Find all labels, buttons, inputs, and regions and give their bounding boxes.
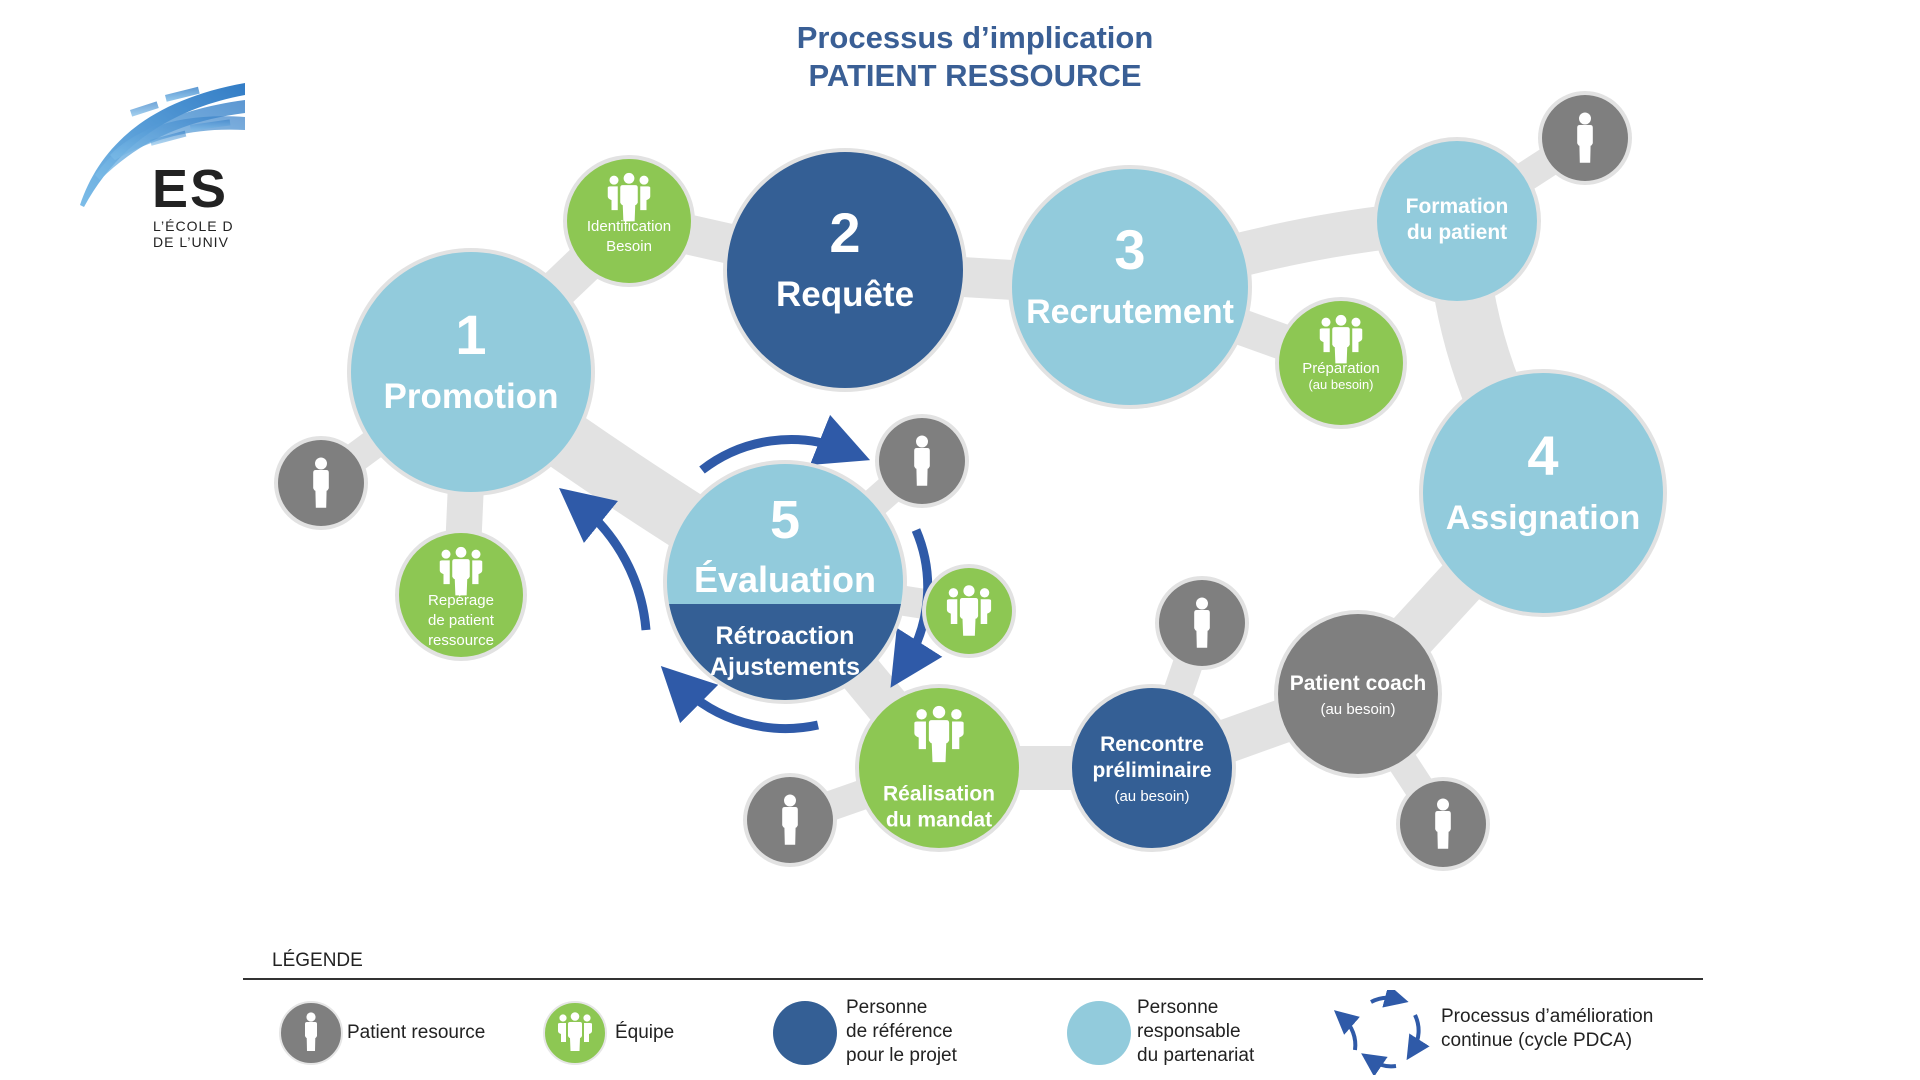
node-label: Patient coach	[1290, 672, 1427, 695]
node-label: Besoin	[606, 238, 652, 255]
legend-label-line: responsable	[1137, 1021, 1241, 1042]
node-label: Repérage	[428, 592, 494, 609]
logo-line-1: L’ÉCOLE D	[153, 218, 234, 234]
legend-label-line: continue (cycle PDCA)	[1441, 1030, 1633, 1051]
node-label: Évaluation	[694, 559, 876, 600]
node-label: Réalisation	[883, 783, 995, 806]
node-circle	[1012, 169, 1248, 405]
node-patient-below-coach	[1396, 777, 1490, 871]
node-number: 1	[455, 303, 486, 366]
legend-label-line: Personne	[846, 997, 928, 1018]
node-label: du patient	[1407, 221, 1507, 244]
node-label: de patient	[428, 612, 495, 629]
page-title: Processus d’implication	[796, 20, 1154, 55]
node-number: 2	[829, 201, 860, 264]
node-circle	[859, 688, 1019, 848]
legend-label-line: Processus d’amélioration	[1441, 1006, 1654, 1027]
node-circle	[1278, 614, 1438, 774]
node-number: 4	[1527, 424, 1558, 487]
cycle-arrows-icon	[1333, 990, 1430, 1075]
node-circle	[727, 152, 963, 388]
node-patient-top-evaluation	[875, 414, 969, 508]
legend-label-team: Équipe	[615, 1022, 675, 1043]
legend-label-line: Personne	[1137, 997, 1219, 1018]
node-patient-coach: Patient coach (au besoin)	[1274, 610, 1442, 778]
cycle-arrow	[699, 414, 871, 474]
cycle-arrow	[559, 487, 651, 631]
node-label: Recrutement	[1026, 293, 1234, 331]
node-label: Rencontre	[1100, 733, 1204, 756]
node-team-right-evaluation	[922, 564, 1016, 658]
logo-swoosh	[80, 83, 245, 207]
node-number: 5	[770, 490, 800, 550]
node-lower-label: Ajustements	[710, 653, 860, 681]
node-circle	[351, 252, 591, 492]
node-number: 3	[1114, 218, 1145, 281]
legend-divider	[243, 978, 1703, 980]
node-reperage: Repérage de patient ressource	[395, 529, 527, 661]
legend-label-cycle: Processus d’amélioration continue (cycle…	[1441, 1005, 1653, 1053]
node-label: Identification	[587, 218, 671, 235]
legend-swatch-team	[543, 1001, 607, 1065]
node-sublabel: (au besoin)	[1114, 788, 1189, 805]
node-preparation: Préparation(au besoin)	[1275, 297, 1407, 429]
node-label: Assignation	[1446, 499, 1641, 537]
node-sublabel: (au besoin)	[1320, 701, 1395, 718]
node-sublabel: (au besoin)	[1308, 377, 1373, 392]
node-patient-top-right	[1538, 91, 1632, 185]
legend-label-partnership: Personne responsable du partenariat	[1137, 996, 1254, 1068]
node-lower-half	[669, 604, 901, 701]
node-formation: Formation du patient	[1373, 137, 1541, 305]
node-circle	[1377, 141, 1537, 301]
node-circle	[1423, 373, 1663, 613]
node-label: Promotion	[384, 377, 559, 416]
legend-label-line: de référence	[846, 1021, 953, 1042]
node-label: du mandat	[886, 809, 992, 832]
cycle-arrow	[660, 665, 819, 734]
node-label: préliminaire	[1092, 759, 1211, 782]
legend-title: LÉGENDE	[272, 950, 363, 971]
node-circle	[1072, 688, 1232, 848]
node-label: ressource	[428, 632, 494, 649]
node-label: Requête	[776, 275, 914, 314]
logo-mark: ES	[152, 159, 229, 219]
node-patient-above-rencontre	[1155, 576, 1249, 670]
legend-swatch-partnership	[1067, 1001, 1131, 1065]
legend-swatch-patient	[279, 1001, 343, 1065]
logo-line-2: DE L’UNIV	[153, 234, 229, 250]
page-subtitle: PATIENT RESSOURCE	[808, 58, 1142, 93]
node-rencontre: Rencontre préliminaire (au besoin)	[1068, 684, 1236, 852]
node-patient-left-realisation	[743, 773, 837, 867]
legend-label-patient: Patient resource	[347, 1022, 486, 1043]
node-patient-left-promotion	[274, 436, 368, 530]
legend-swatch-reference	[773, 1001, 837, 1065]
node-label: Formation	[1406, 195, 1509, 218]
legend-label-line: pour le projet	[846, 1045, 957, 1066]
node-lower-label: Rétroaction	[716, 622, 855, 650]
node-realisation: Réalisation du mandat	[855, 684, 1023, 852]
node-label: Préparation	[1302, 360, 1380, 377]
legend-label-line: du partenariat	[1137, 1045, 1255, 1066]
legend-label-reference: Personne de référence pour le projet	[846, 996, 957, 1068]
